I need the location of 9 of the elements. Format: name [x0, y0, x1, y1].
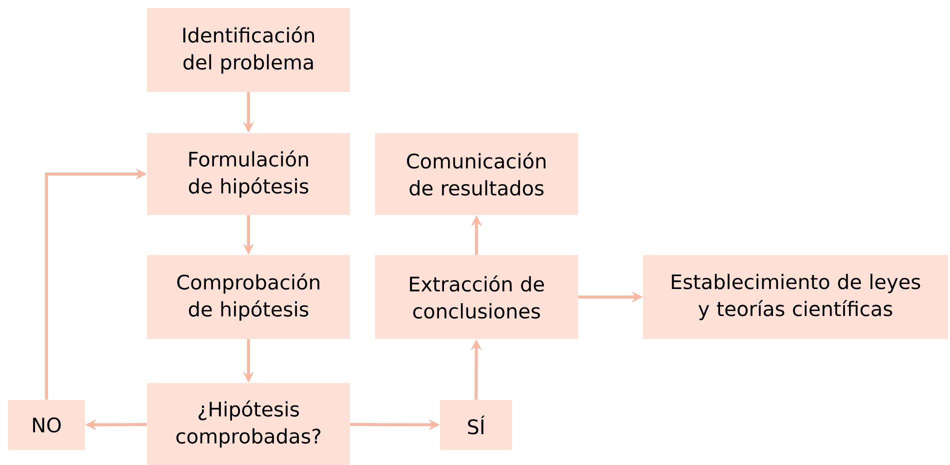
process-box: Comprobación de hipótesis: [147, 255, 350, 339]
decision-box: ¿Hipótesis comprobadas?: [147, 383, 350, 465]
answer-box: NO: [8, 400, 85, 450]
process-box: Formulación de hipótesis: [147, 133, 350, 215]
process-box: Establecimiento de leyes y teorías científicas: [643, 255, 948, 339]
process-box: Comunicación de resultados: [375, 133, 578, 215]
process-box: Identificación del problema: [147, 8, 350, 92]
process-box: Extracción de conclusiones: [375, 255, 578, 339]
answer-box: SÍ: [440, 400, 512, 450]
